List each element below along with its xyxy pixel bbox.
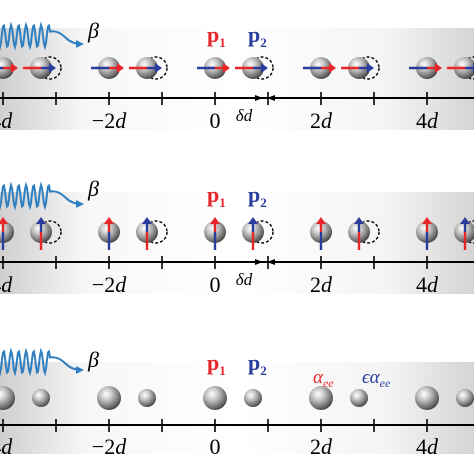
- panel-bottom: β p1 p2 αee ϵαee −4d −2d 0 2d 4d: [0, 347, 474, 459]
- dipole-arrow: [367, 63, 374, 73]
- sphere-large: [97, 386, 121, 410]
- incident-wave: [0, 347, 84, 377]
- tick-label: 0: [210, 434, 221, 459]
- dipole-arrow: [210, 217, 220, 224]
- wave-arrowhead: [76, 366, 84, 374]
- dipole-arrow: [49, 63, 56, 73]
- delta-arrowhead-right: [267, 259, 275, 265]
- panel-band: [0, 192, 474, 294]
- tick-label: 4d: [416, 272, 439, 297]
- tick-label: −4d: [0, 108, 13, 133]
- dimer-row: [0, 217, 474, 250]
- dipole-arrow: [329, 63, 336, 73]
- delta-arrowhead-right: [267, 95, 275, 101]
- sphere-large: [0, 386, 15, 410]
- delta-label: δd: [236, 106, 253, 125]
- tick-label: −2d: [92, 108, 127, 133]
- tick-label: 4d: [416, 434, 439, 459]
- p1-label: p1: [207, 350, 226, 378]
- tick-labels: −4d −2d 0 2d 4d: [0, 272, 439, 297]
- incident-wave: [0, 181, 84, 211]
- dipole-arrow: [354, 217, 364, 224]
- tick-label: 0: [210, 108, 221, 133]
- p1-label: p1: [207, 182, 226, 210]
- reference-circle: [250, 220, 274, 244]
- tick-labels: −4d −2d 0 2d 4d: [0, 434, 439, 459]
- axis-ticks: [2, 92, 428, 105]
- panel-middle: β p1 p2 δd −4d −2d 0 2d 4d: [0, 176, 474, 297]
- wave-curve: [0, 181, 83, 211]
- dimer-row: [0, 56, 474, 80]
- delta-arrowhead-left: [255, 95, 263, 101]
- alpha-ee-label: αee: [313, 367, 334, 390]
- reference-circle: [38, 220, 62, 244]
- delta-marker: [225, 259, 297, 265]
- wave-arrowhead: [76, 200, 84, 208]
- beta-label: β: [87, 18, 99, 43]
- dipole-arrow: [11, 63, 18, 73]
- dipole-arrow: [223, 63, 230, 73]
- tick-label: −4d: [0, 434, 13, 459]
- delta-label: δd: [236, 270, 253, 289]
- sphere-large: [203, 386, 227, 410]
- dipole-arrow: [36, 217, 46, 224]
- sphere-small: [244, 389, 262, 407]
- dipole-arrow: [248, 217, 258, 224]
- dipole-arrow: [422, 217, 432, 224]
- tick-label: 2d: [310, 434, 333, 459]
- delta-arrowhead-left: [255, 259, 263, 265]
- beta-label: β: [87, 176, 99, 201]
- tick-label: −2d: [92, 434, 127, 459]
- dipole-arrow: [104, 217, 114, 224]
- reference-circle: [38, 56, 62, 80]
- dipole-arrow: [142, 217, 152, 224]
- dipole-arrow: [0, 217, 8, 224]
- tick-label: 2d: [310, 108, 333, 133]
- reference-circle: [356, 220, 380, 244]
- dipole-arrow: [117, 63, 124, 73]
- tick-label: −4d: [0, 272, 13, 297]
- wave-curve: [0, 347, 83, 377]
- dipole-arrow: [316, 217, 326, 224]
- reference-circle: [356, 56, 380, 80]
- reference-circle: [144, 56, 168, 80]
- panel-top: β p1 p2 δd −4d −2d 0 2d 4d: [0, 18, 474, 133]
- sphere-small: [456, 389, 474, 407]
- axis-ticks: [2, 256, 428, 269]
- sphere-small: [32, 389, 50, 407]
- sphere-large: [309, 386, 333, 410]
- p2-label: p2: [248, 22, 267, 50]
- p2-label: p2: [248, 350, 267, 378]
- axis-ticks: [2, 419, 428, 432]
- p2-label: p2: [248, 182, 267, 210]
- wave-curve: [0, 21, 83, 51]
- epsilon-alpha-ee-label: ϵαee: [362, 367, 391, 390]
- dipole-arrow: [435, 63, 442, 73]
- reference-circle: [250, 56, 274, 80]
- tick-label: 0: [210, 272, 221, 297]
- tick-labels: −4d −2d 0 2d 4d: [0, 108, 439, 133]
- sphere-large: [415, 386, 439, 410]
- sphere-small: [138, 389, 156, 407]
- dipole-arrow: [460, 217, 470, 224]
- tick-label: 2d: [310, 272, 333, 297]
- panel-band: [0, 362, 474, 454]
- sphere-small: [350, 389, 368, 407]
- dipole-arrow: [155, 63, 162, 73]
- beta-label: β: [87, 347, 99, 372]
- reference-circle: [144, 220, 168, 244]
- tick-label: −2d: [92, 272, 127, 297]
- dipole-arrow: [261, 63, 268, 73]
- dimer-row: [0, 386, 474, 410]
- delta-marker: [225, 95, 297, 101]
- wave-arrowhead: [76, 40, 84, 48]
- tick-label: 4d: [416, 108, 439, 133]
- p1-label: p1: [207, 22, 226, 50]
- incident-wave: [0, 21, 84, 51]
